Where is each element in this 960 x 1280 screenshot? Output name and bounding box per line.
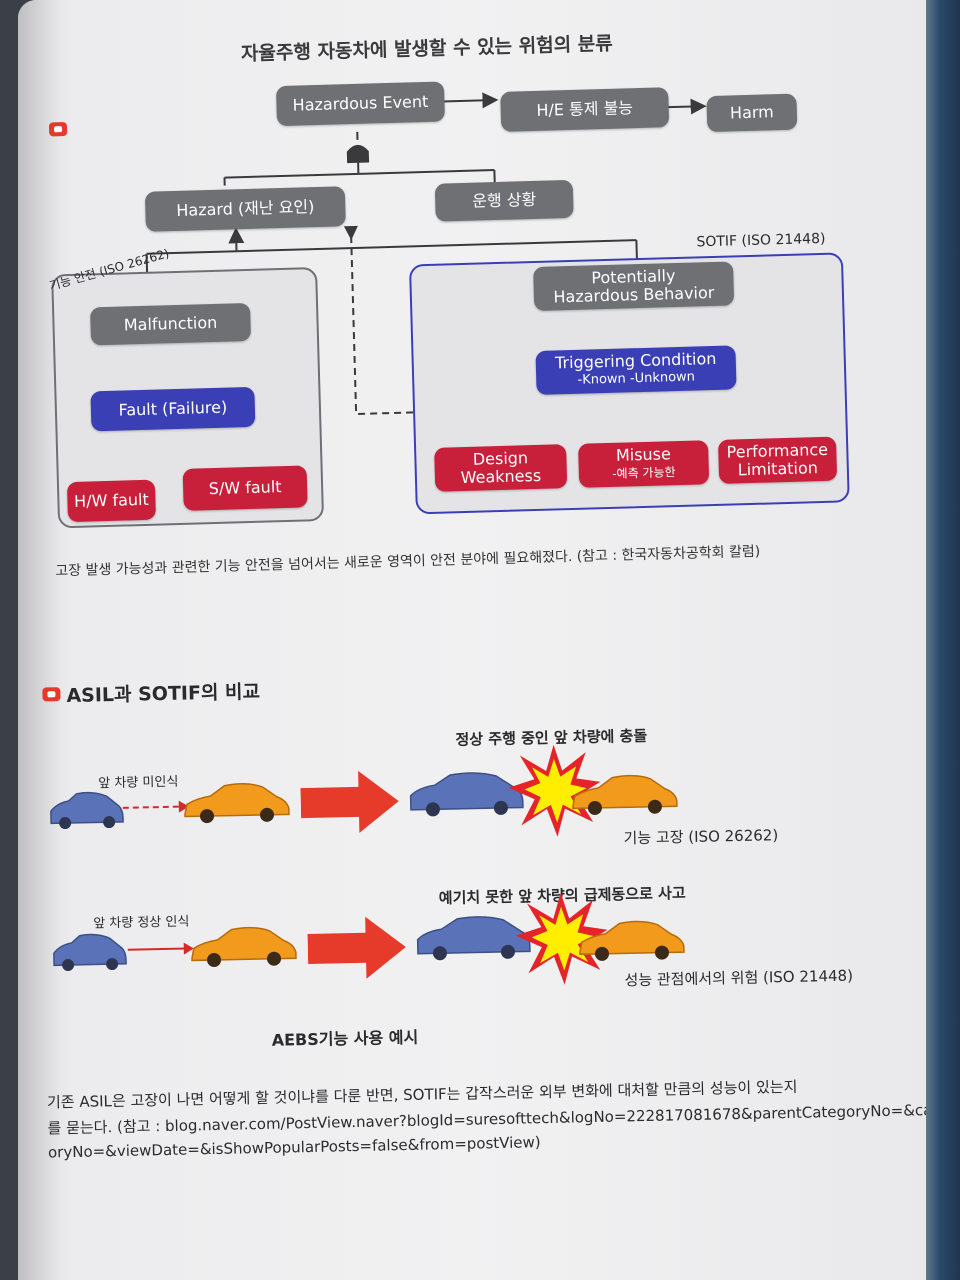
hazardous-event-node: Hazardous Event [275,81,445,127]
row1-crash-blue-car-icon [409,772,524,817]
row2-collision-burst-icon [515,892,608,985]
triggering-line2: -Known -Unknown [577,369,696,388]
book-cover-edge [926,0,960,1280]
phb-line2: Hazardous Behavior [553,282,715,307]
row1-orange-car-icon [184,783,290,824]
section2-title: ASIL과 SOTIF의 비교 [66,680,261,707]
he-control-node: H/E 통제 불능 [500,87,670,132]
fault-node: Fault (Failure) [90,386,256,432]
row1-big-arrow-icon [300,770,399,833]
misuse-line1: Misuse [615,444,672,465]
design-weakness-node: Design Weakness [434,444,568,492]
row1-dashed-arrow [122,800,189,813]
row2-big-arrow-icon [307,916,406,979]
row1-collision-burst-icon [508,744,601,837]
malfunction-node: Malfunction [90,302,252,346]
driving-situation-node: 운행 상황 [434,179,574,222]
row2-blue-car-icon [53,933,127,972]
row1-crash-orange-car-icon [572,774,678,815]
footer-text-line3: oryNo=&viewDate=&isShowPopularPosts=fals… [47,1133,541,1162]
example-caption: AEBS기능 사용 예시 [271,1027,419,1050]
performance-line2: Limitation [737,458,819,480]
triggering-condition-node: Triggering Condition -Known -Unknown [535,345,737,395]
row2-label: 앞 차량 정상 인식 [93,914,190,932]
hazard-classification-diagram: 자율주행 자동차에 발생할 수 있는 위험의 분류 [18,0,928,579]
row2-result: 성능 관점에서의 위험 (ISO 21448) [624,966,854,990]
book-spine-shadow [18,0,58,1280]
row2-orange-car-icon [191,926,297,967]
row1-result: 기능 고장 (ISO 26262) [623,826,779,848]
misuse-node: Misuse -예측 가능한 [578,440,710,488]
misuse-line2: -예측 가능한 [612,465,676,481]
performance-limitation-node: Performance Limitation [717,436,838,484]
row2-solid-arrow [127,942,194,955]
row1-blue-car-icon [50,791,124,830]
hw-fault-node: H/W fault [66,479,156,523]
design-line2: Weakness [460,465,542,488]
harm-node: Harm [706,93,798,133]
asil-sotif-comparison: ASIL과 SOTIF의 비교 정상 주행 중인 앞 차량에 충돌 앞 차량 미… [18,550,928,1280]
sw-fault-node: S/W fault [182,465,308,511]
potentially-hazardous-behavior-node: Potentially Hazardous Behavior [533,261,735,311]
book-page: 자율주행 자동차에 발생할 수 있는 위험의 분류 [18,0,928,1280]
row2-crash-orange-car-icon [579,920,685,961]
section-bullet-icon [42,687,61,702]
hazard-node: Hazard (재난 요인) [144,186,346,232]
row1-label: 앞 차량 미인식 [98,774,179,792]
